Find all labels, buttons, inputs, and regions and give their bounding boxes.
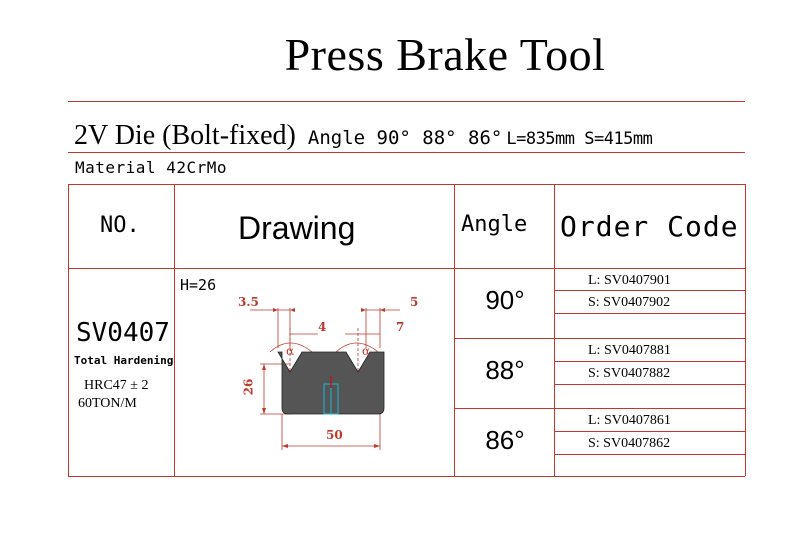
product-hardening: Total Hardening [74,354,174,367]
code-line [554,431,745,432]
order-code-s-86: S: SV0407862 [588,436,671,451]
die-drawing [250,308,400,450]
col-divider-2 [454,184,455,476]
header-drawing: Drawing [238,210,356,246]
alpha-label-right: α [362,344,371,358]
code-line [554,454,745,455]
angle-value-86: 86° [485,425,525,455]
code-line [554,361,745,362]
table-header-border [68,268,745,269]
product-subtitle: 2V Die (Bolt-fixed) Angle 90° 88° 86° L=… [74,120,653,152]
code-line [554,313,745,314]
code-line [554,290,745,291]
col-divider-1 [174,184,175,476]
product-hrc: HRC47 ± 2 [84,378,149,393]
subtitle-rule [68,152,745,153]
table-top-border [68,184,745,185]
material-label: Material 42CrMo [75,158,227,177]
dim-label-height: 26 [241,378,256,396]
product-tonnage: 60TON/M [78,396,137,411]
header-order-code: Order Code [560,210,739,243]
subtitle-main: 2V Die (Bolt-fixed) [74,120,296,151]
order-code-l-90: L: SV0407901 [588,273,671,288]
angle-value-90: 90° [485,285,525,315]
order-code-s-90: S: SV0407902 [588,295,671,310]
angle-row-divider-2 [454,408,745,409]
order-code-l-88: L: SV0407881 [588,343,671,358]
dim-label-left: 3.5 [238,295,259,309]
angle-row-divider-1 [454,338,745,339]
header-no: NO. [100,213,140,238]
dim-label-width: 50 [326,428,343,442]
dim-label-right: 5 [410,295,419,309]
table-bottom-border [68,476,745,477]
order-code-l-86: L: SV0407861 [588,413,671,428]
angle-value-88: 88° [485,355,525,385]
col-divider-3 [554,184,555,476]
alpha-label-left: α [286,344,295,358]
title-rule [68,101,745,102]
header-angle: Angle [461,212,528,237]
order-code-s-88: S: SV0407882 [588,366,671,381]
table-right-border [745,184,746,476]
subtitle-angles: Angle 90° 88° 86° [307,127,503,149]
code-line [554,384,745,385]
dim-label-v-right: 7 [396,320,405,334]
drawing-height-label: H=26 [180,276,217,294]
subtitle-dims: L=835mm S=415mm [506,129,653,149]
page-title: Press Brake Tool [284,29,606,80]
table-left-border [68,184,69,476]
product-code: SV0407 [76,318,170,348]
dim-label-v-left: 4 [318,320,327,334]
